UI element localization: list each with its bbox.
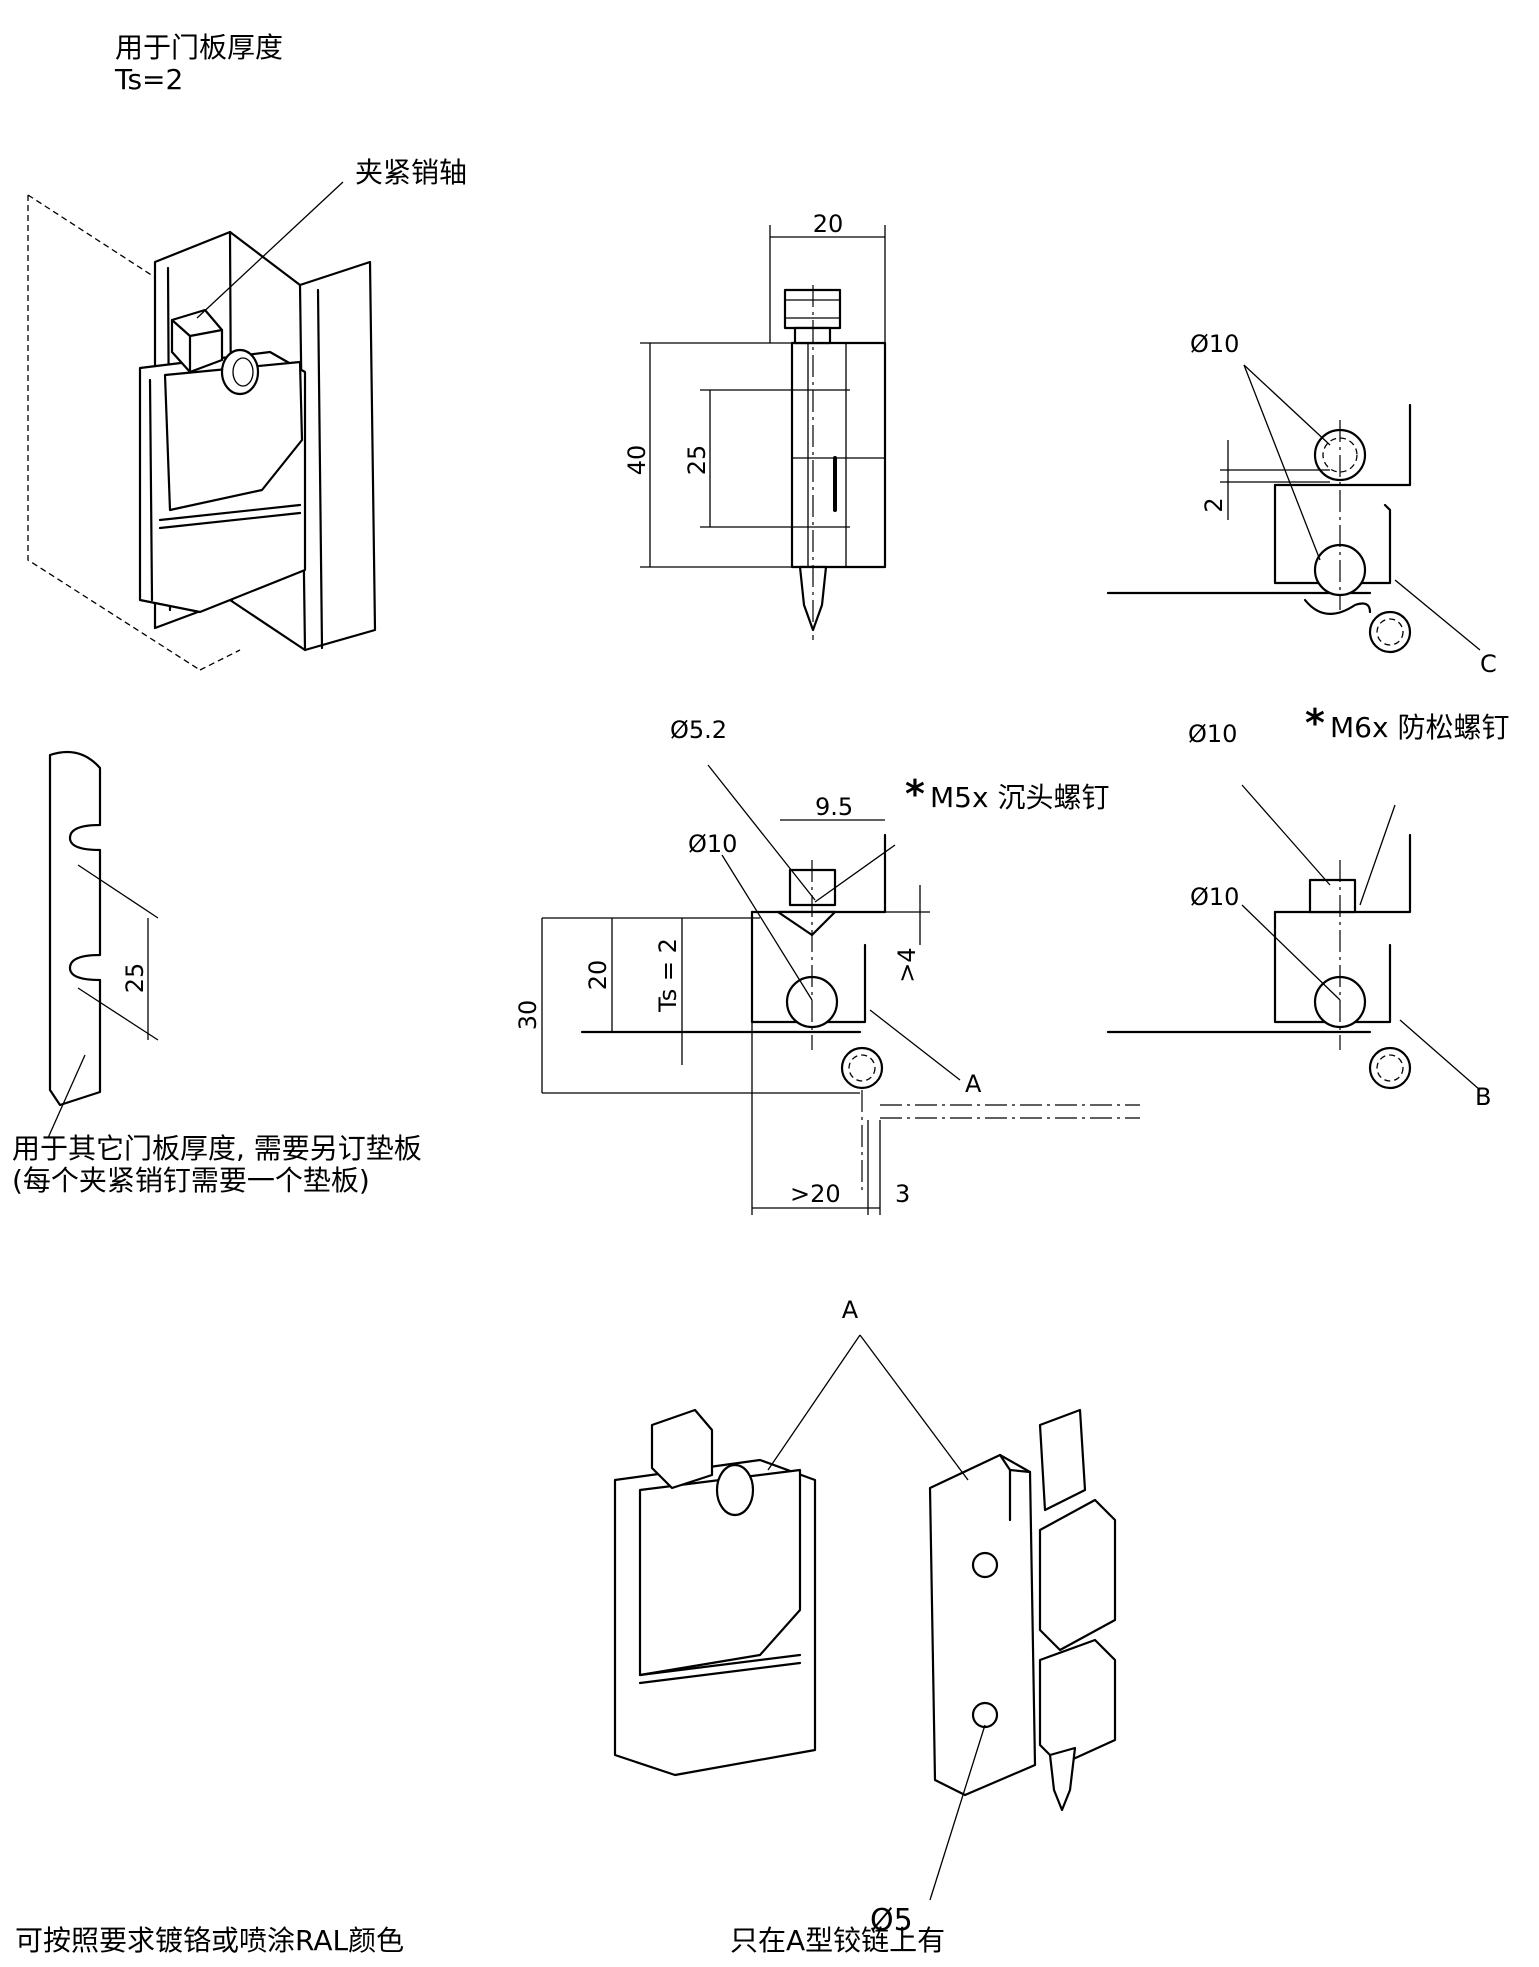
shim-note-line1: 用于其它门板厚度, 需要另订垫板 (12, 1132, 422, 1165)
header-thickness-value: Ts=2 (115, 63, 184, 96)
dim-gap-2: 2 (1200, 497, 1228, 512)
callout-m6-screw: M6x 防松螺钉 (1330, 711, 1510, 744)
shim-note-line2: (每个夹紧销钉需要一个垫板) (12, 1164, 370, 1197)
front-view (640, 225, 887, 640)
dim-30: 30 (514, 1000, 542, 1031)
dim-dia-10-b-top: Ø10 (1188, 720, 1237, 748)
isometric-hinge-pair (613, 1334, 1117, 1901)
dim-dia-5: Ø5 (870, 1903, 913, 1938)
section-view-a (541, 764, 1140, 1215)
dim-width-20: 20 (813, 210, 844, 238)
dim-height-40: 40 (623, 445, 651, 476)
section-view-b (1106, 784, 1481, 1091)
dim-dia-5-2: Ø5.2 (670, 716, 727, 744)
section-view-c (1106, 364, 1481, 654)
dim-9-5: 9.5 (815, 793, 853, 821)
dim-gt-4: >4 (893, 947, 921, 982)
section-label-a: A (965, 1070, 982, 1098)
dim-dia-10-top: Ø10 (1190, 330, 1239, 358)
dim-gt-20: >20 (790, 1180, 841, 1208)
section-label-b: B (1475, 1083, 1491, 1111)
callout-m5-screw: M5x 沉头螺钉 (930, 781, 1110, 814)
dim-dia-10-a: Ø10 (688, 830, 737, 858)
header-thickness-title: 用于门板厚度 (115, 31, 284, 64)
dimension-labels: 20 40 25 Ø10 2 C Ø5.2 9.5 Ø10 30 20 Ts =… (121, 210, 1497, 1938)
type-a-note: 只在A型铰链上有 (730, 1924, 946, 1957)
callout-m6-asterisk: * (1305, 701, 1325, 745)
callout-m5-asterisk: * (905, 772, 925, 816)
section-label-c: C (1480, 650, 1497, 678)
isometric-hinge-assembly (27, 181, 377, 671)
plating-note: 可按照要求镀铬或喷涂RAL颜色 (15, 1924, 405, 1957)
dim-shim-25: 25 (121, 963, 149, 994)
dim-dia-10-b: Ø10 (1190, 883, 1239, 911)
dim-ts-2: Ts = 2 (654, 938, 682, 1013)
dim-3: 3 (895, 1180, 910, 1208)
iso-label-a: A (842, 1296, 859, 1324)
callout-clamp-pin: 夹紧销轴 (355, 156, 468, 189)
dim-20: 20 (584, 960, 612, 991)
dim-spacing-25: 25 (683, 445, 711, 476)
shim-plate (47, 750, 159, 1139)
